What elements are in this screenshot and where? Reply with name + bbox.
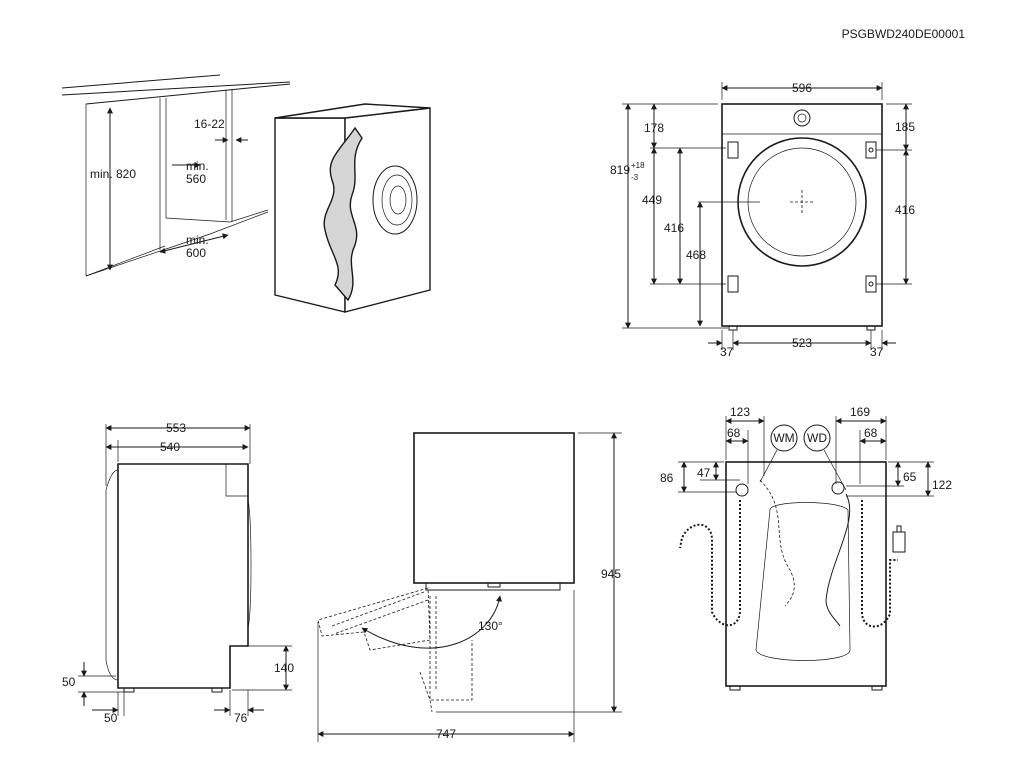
side-rear-height-label: 140: [274, 661, 294, 675]
side-rear-offset-label: 76: [234, 711, 248, 725]
door-swing-depth-label: 747: [436, 727, 456, 741]
front-foot-span-label: 523: [792, 336, 812, 350]
niche-depth-label-1: min.: [186, 233, 209, 247]
front-d468-label: 468: [686, 248, 706, 262]
front-width-label: 596: [792, 81, 812, 95]
door-view-body: [413, 432, 575, 584]
front-body: [721, 103, 883, 327]
back-d122-label: 122: [932, 478, 952, 492]
front-top-right-label: 185: [895, 120, 915, 134]
back-d123-label: 123: [730, 405, 750, 419]
niche-width-label-1: min.: [186, 159, 209, 173]
side-body-depth-label: 540: [160, 440, 180, 454]
back-d68-left-label: 68: [727, 426, 741, 440]
door-height-label: 945: [601, 567, 621, 581]
back-d47-label: 47: [697, 466, 711, 480]
front-d416-right-label: 416: [895, 203, 915, 217]
niche-width-label-2: 560: [186, 172, 206, 186]
front-d416-left-label: 416: [664, 221, 684, 235]
back-d65-label: 65: [903, 470, 917, 484]
back-d169-label: 169: [850, 405, 870, 419]
back-d86-label: 86: [660, 471, 674, 485]
back-wm-label: WM: [773, 431, 794, 445]
side-view: 553 540 50 50 140 76: [62, 421, 294, 725]
door-view: 130° 945 747: [317, 432, 622, 742]
back-d68-right-label: 68: [864, 426, 878, 440]
front-view: 596 819 +18 -3 178 449 416 468 185 416: [610, 81, 915, 359]
side-foot-offset-label: 50: [104, 711, 118, 725]
front-height-tol-plus: +18: [631, 161, 645, 170]
front-top-left-label: 178: [644, 121, 664, 135]
document-code: PSGBWD240DE00001: [842, 27, 966, 41]
back-inlet-hose: [861, 500, 898, 628]
back-wd-label: WD: [807, 431, 827, 445]
niche-depth-label-2: 600: [186, 246, 206, 260]
niche-height-label: min. 820: [90, 167, 136, 181]
back-view: WM WD 123 68 169 68 86 47 65: [660, 405, 952, 691]
front-height-label: 819: [610, 163, 630, 177]
front-foot-left-label: 37: [720, 345, 734, 359]
front-d449-label: 449: [642, 193, 662, 207]
back-body: [725, 461, 887, 687]
front-height-tol-minus: -3: [631, 173, 639, 182]
back-drain-hose: [679, 500, 741, 627]
side-left-bottom-label: 50: [62, 675, 76, 689]
appliance-cut-edge: [323, 126, 363, 302]
door-angle-label: 130°: [478, 619, 503, 633]
niche-gap-label: 16-22: [194, 117, 225, 131]
side-body: [117, 463, 249, 689]
side-total-depth-label: 553: [166, 421, 186, 435]
niche-view: min. 820 min. 560 16-22 min. 600: [61, 74, 431, 313]
appliance-door: [372, 165, 418, 235]
front-foot-right-label: 37: [870, 345, 884, 359]
